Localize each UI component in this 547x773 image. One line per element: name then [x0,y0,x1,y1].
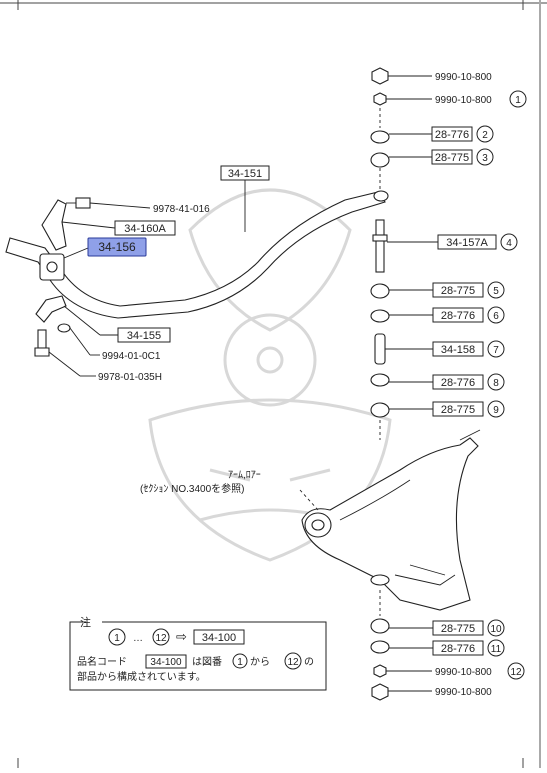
stabilizer-bar [5,190,389,319]
callout-number: 9 [493,405,499,416]
callout-number-12: 12 [510,667,522,678]
part-code: 34-158 [441,344,475,356]
part-code: 34-157A [446,237,488,249]
callout-4: 34-157A 4 [437,233,518,251]
callout-bushing-highlighted: 34-156 [87,237,147,257]
label-nut-12: 9990-10-800 [435,667,492,678]
note-line3: 部品から構成されています。 [77,670,206,683]
callout-number: 3 [482,153,488,164]
callout-bracket-b: 34-155 [117,327,171,343]
callout-9: 28-775 9 [432,400,505,418]
callout-bracket-a: 34-160A [114,220,176,236]
part-code: 34-156 [98,240,136,254]
part-code: 34-160A [124,223,166,235]
callout-stabilizer-bar: 34-151 [220,165,270,181]
part-code: 28-775 [441,285,475,297]
callout-8: 28-776 8 [432,373,505,391]
note-line2-from: から [250,656,270,668]
upper-bracket [41,197,91,251]
part-code: 28-775 [435,152,469,164]
note-line2-code: 34-100 [150,657,182,668]
note-line2-mid: は図番 [192,656,222,668]
part-code: 34-151 [228,168,262,180]
right-parts-stack [370,67,390,701]
callout-number: 7 [493,345,499,356]
leader-lines [48,75,438,692]
part-code: 28-775 [441,404,475,416]
part-code: 28-776 [441,310,475,322]
note-line2-b: 12 [287,657,299,668]
part-code: 28-775 [441,623,475,635]
callout-number: 11 [491,644,502,655]
part-code: 34-155 [127,330,161,342]
part-code: 28-776 [441,643,475,655]
label-bolt-left: 9978-01-035H [98,372,162,383]
note-start-number: 1 [114,633,120,644]
note-line2-suffix: の [304,657,314,668]
label-bolt-top: 9978-41-016 [153,204,210,215]
bushing [39,253,65,281]
note-title: 注 [80,615,91,629]
callout-number: 10 [490,624,502,635]
callout-5: 28-775 5 [432,281,505,299]
callout-2: 28-776 2 [431,125,494,143]
note-assembly-code: 34-100 [202,632,236,644]
label-arm: ｱｰﾑ,ﾛｱｰ [228,470,261,481]
part-code: 28-776 [441,377,475,389]
note-dots: … [133,633,143,644]
label-arm-reference: (ｾｸｼｮﾝ NO.3400を参照) [140,482,244,495]
callout-circle-12 [507,662,525,680]
note-arrow: ⇨ [176,629,187,644]
callout-6: 28-776 6 [432,306,505,324]
callout-11: 28-776 11 [432,639,505,657]
lower-control-arm [301,429,481,611]
lower-bracket [34,295,71,357]
callout-number-1: 1 [515,95,521,106]
callout-10: 28-775 10 [432,619,505,637]
note-line2-a: 1 [237,657,243,668]
note-line2-prefix: 品名コード [77,655,127,668]
part-code: 28-776 [435,129,469,141]
callout-number: 4 [506,238,512,249]
label-nut-1: 9990-10-800 [435,95,492,106]
note-box: 注 1 … 12 ⇨ 34-100 品名コード 34-100 は図番 1 から … [69,615,327,691]
callout-number: 8 [493,378,499,389]
callout-circle-1 [509,90,527,108]
callout-number: 6 [493,311,499,322]
callout-number: 5 [493,286,499,297]
callout-number: 2 [482,130,488,141]
callout-3: 28-775 3 [431,148,494,166]
label-nut-bottom: 9990-10-800 [435,687,492,698]
note-end-number: 12 [155,633,167,644]
callout-7: 34-158 7 [432,340,505,358]
label-nut-left: 9994-01-0C1 [102,351,161,362]
label-nut-top: 9990-10-800 [435,72,492,83]
